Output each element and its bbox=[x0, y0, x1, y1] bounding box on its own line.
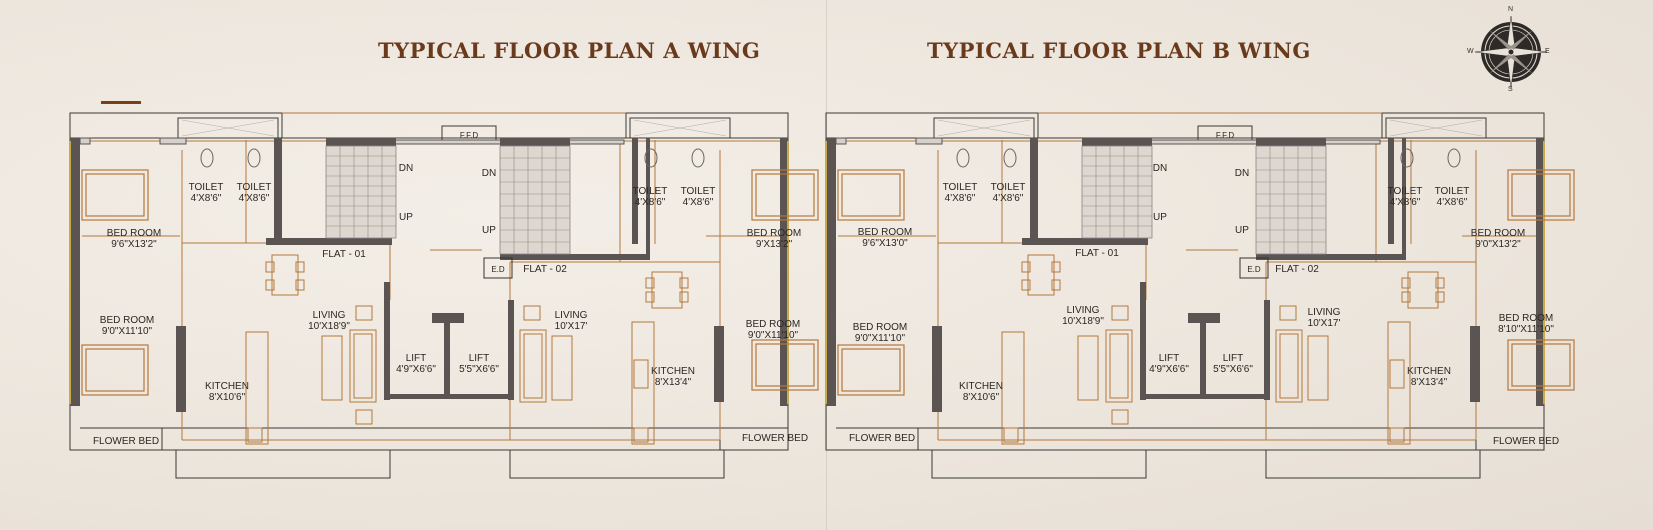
compass-s-label: S bbox=[1508, 86, 1513, 93]
wing-a-drawing bbox=[69, 112, 819, 479]
compass-icon bbox=[1474, 15, 1548, 89]
a-stair-1-up-label: UP bbox=[399, 212, 413, 223]
a-ed-label: E.D bbox=[491, 265, 505, 274]
a-ffd-label: F.F.D bbox=[459, 131, 479, 140]
compass-w-label: W bbox=[1467, 48, 1474, 55]
wing-a-title: TYPICAL FLOOR PLAN A WING bbox=[378, 38, 761, 63]
b-stair-1-dn-label: DN bbox=[1152, 163, 1168, 174]
a-flat-01-label: FLAT - 01 bbox=[322, 249, 366, 260]
b-stair-2-dn-label: DN bbox=[1234, 168, 1250, 179]
a-flower-bed-2-label: FLOWER BED bbox=[741, 433, 809, 444]
compass-e-label: E bbox=[1545, 48, 1550, 55]
b-stair-1-up-label: UP bbox=[1153, 212, 1167, 223]
b-flower-bed-2-label: FLOWER BED bbox=[1492, 436, 1560, 447]
b-flower-bed-1-label: FLOWER BED bbox=[848, 433, 916, 444]
a-flower-bed-1-label: FLOWER BED bbox=[92, 436, 160, 447]
b-stair-2-up-label: UP bbox=[1235, 225, 1249, 236]
wing-b-title: TYPICAL FLOOR PLAN B WING bbox=[927, 38, 1311, 63]
compass-rose: N E S W bbox=[1467, 6, 1550, 93]
accent-bar bbox=[101, 101, 141, 104]
a-stair-2-dn-label: DN bbox=[481, 168, 497, 179]
b-ffd-label: F.F.D bbox=[1215, 131, 1235, 140]
b-flat-01-label: FLAT - 01 bbox=[1075, 248, 1119, 259]
compass-n-label: N bbox=[1508, 6, 1514, 13]
a-stair-2-up-label: UP bbox=[482, 225, 496, 236]
a-flat-02-label: FLAT - 02 bbox=[523, 264, 567, 275]
b-flat-02-label: FLAT - 02 bbox=[1275, 264, 1319, 275]
wing-b-drawing bbox=[825, 112, 1575, 479]
a-stair-1-dn-label: DN bbox=[398, 163, 414, 174]
b-ed-label: E.D bbox=[1247, 265, 1261, 274]
